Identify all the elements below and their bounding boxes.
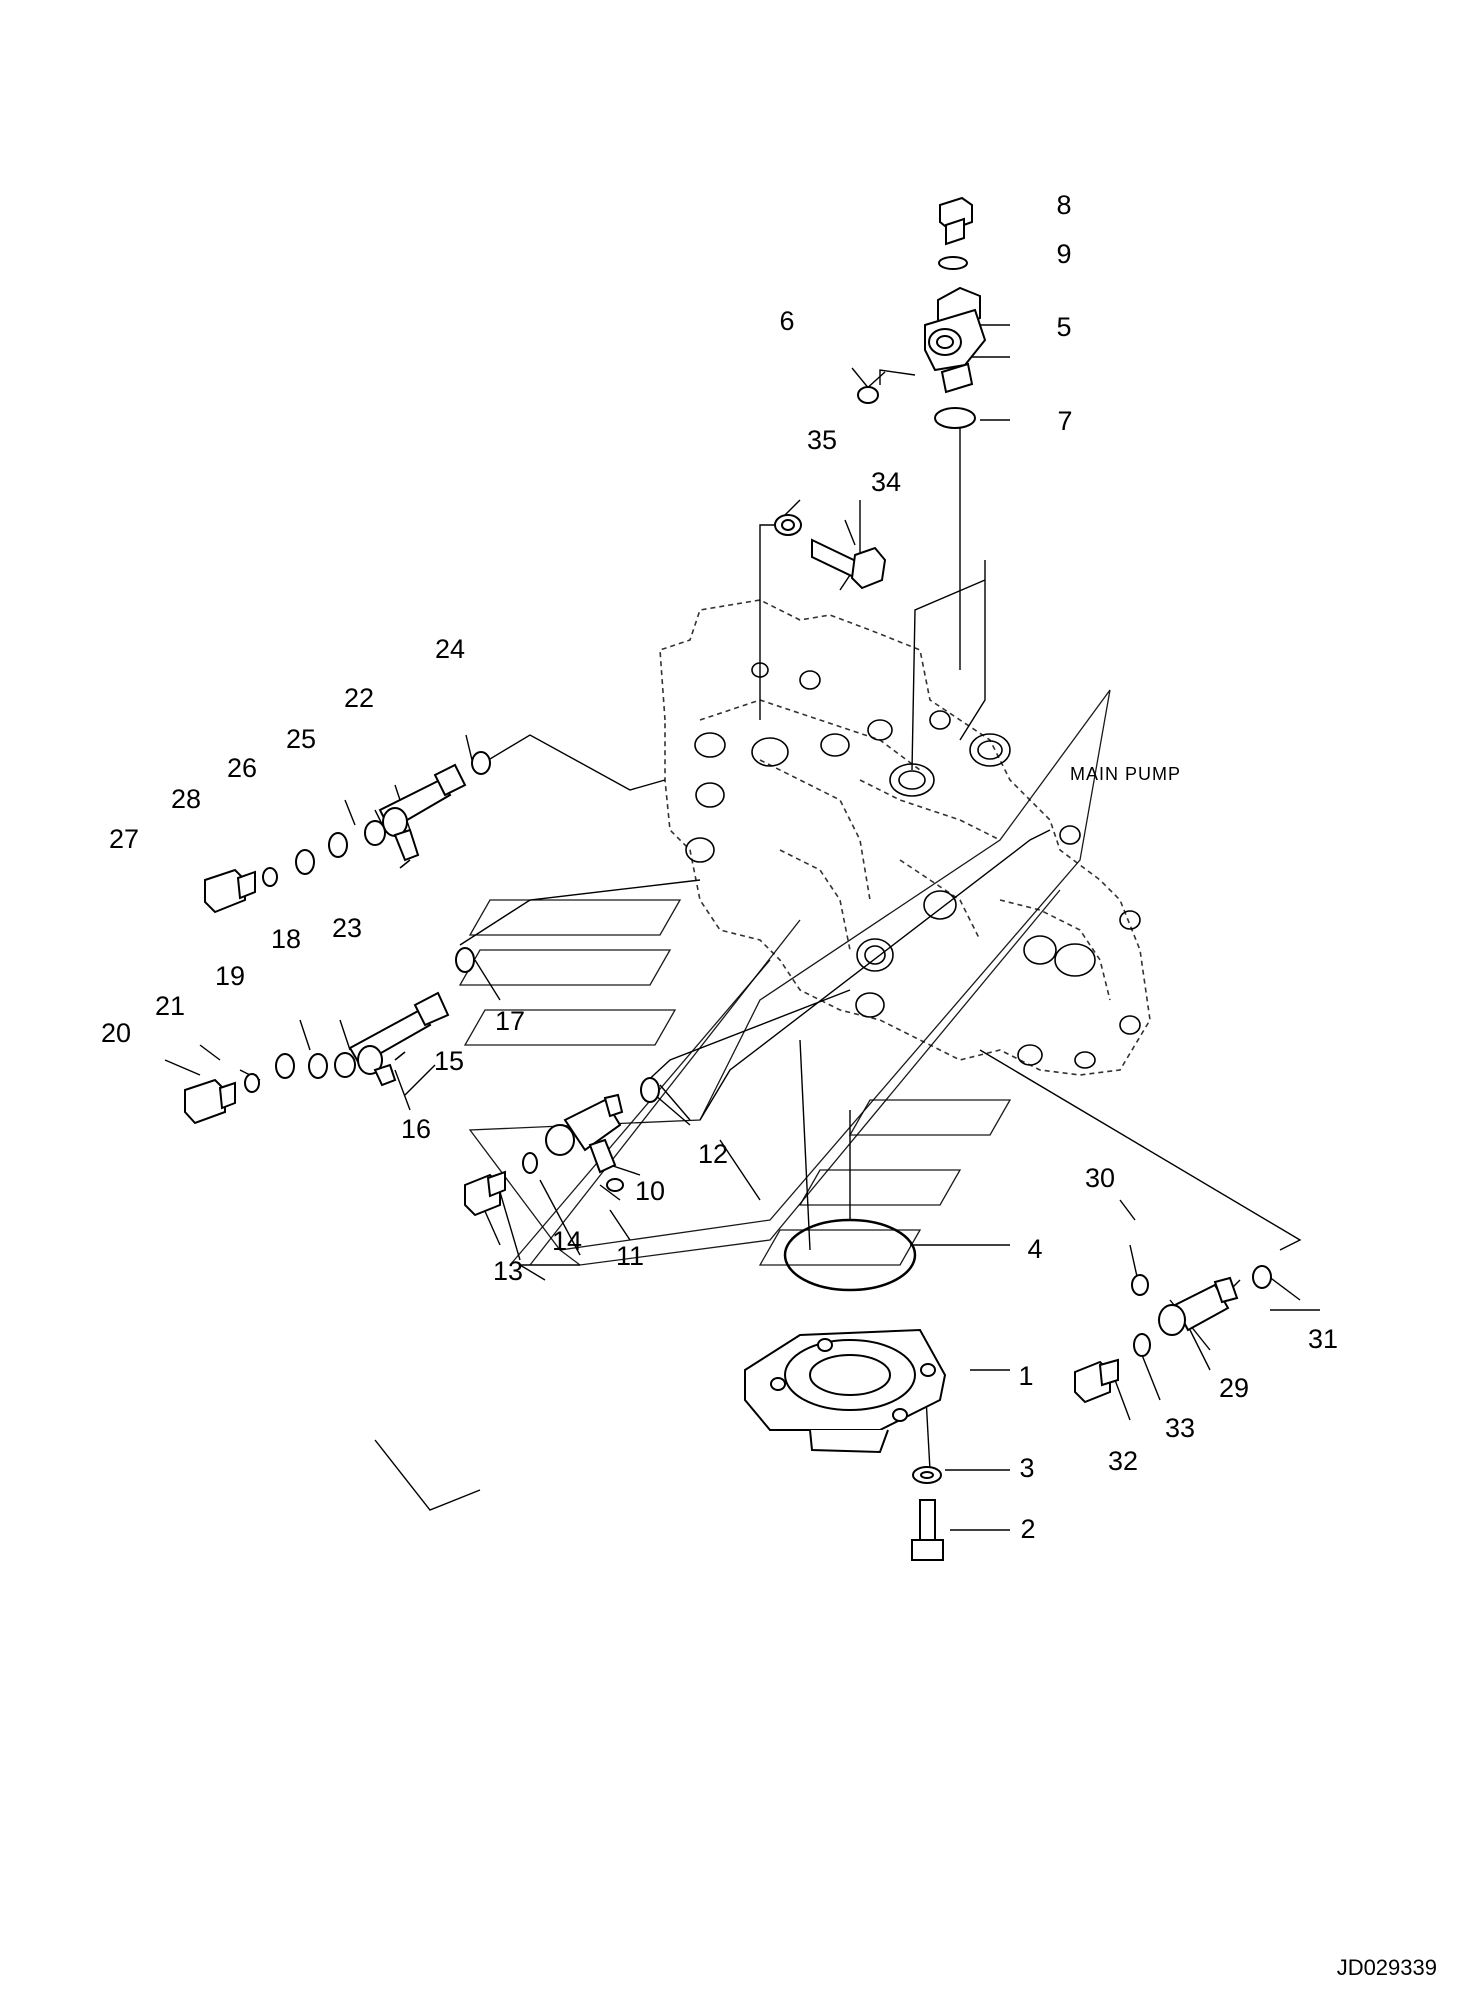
callout-35: 35 <box>807 425 837 455</box>
part-23-pin <box>399 859 411 869</box>
part-32-bolt <box>1074 1358 1119 1404</box>
part-9-o-ring <box>938 256 968 270</box>
callout-11: 11 <box>616 1241 644 1271</box>
callout-31: 31 <box>1308 1324 1338 1354</box>
part-14-o-ring <box>522 1152 538 1174</box>
part-31-o-ring <box>1252 1265 1272 1289</box>
part-6-o-ring <box>857 386 879 404</box>
callout-3: 3 <box>1019 1453 1034 1483</box>
callout-6: 6 <box>779 306 794 336</box>
part-17-o-ring <box>455 947 475 973</box>
part-21-o-ring <box>244 1073 260 1093</box>
callout-20: 20 <box>101 1018 131 1048</box>
part-1-flange <box>744 1328 947 1454</box>
part-10-fitting <box>545 1093 624 1174</box>
part-20-bolt <box>184 1078 236 1125</box>
callout-30: 30 <box>1085 1163 1115 1193</box>
callout-14: 14 <box>552 1226 582 1256</box>
part-34-bolt <box>811 538 887 590</box>
part-2-bolt <box>911 1499 944 1561</box>
part-3-washer <box>912 1466 942 1484</box>
part-16-pin <box>394 1051 406 1061</box>
part-29-fitting <box>1158 1276 1239 1336</box>
part-24-o-ring <box>471 751 491 775</box>
callout-10: 10 <box>635 1176 665 1206</box>
callout-27: 27 <box>109 824 139 854</box>
callout-22: 22 <box>344 683 374 713</box>
callout-34: 34 <box>871 467 901 497</box>
callout-1: 1 <box>1018 1361 1033 1391</box>
part-8-bolt <box>939 196 973 246</box>
callout-23: 23 <box>332 913 362 943</box>
part-35-washer <box>774 514 802 536</box>
leader-lines <box>164 324 1320 1531</box>
part-13-bolt <box>464 1170 506 1217</box>
callout-25: 25 <box>286 724 316 754</box>
assembly-label: MAIN PUMP <box>1070 764 1181 784</box>
callout-numbers: 1 2 3 4 5 6 7 8 9 10 11 12 13 14 15 16 1… <box>101 190 1338 1544</box>
watermark-logo <box>458 689 1111 1266</box>
callout-2: 2 <box>1020 1514 1035 1544</box>
part-4-o-ring <box>783 1218 917 1292</box>
callout-24: 24 <box>435 634 465 664</box>
part-5-fitting <box>924 286 987 394</box>
part-33-o-ring <box>1133 1333 1151 1357</box>
part-11-o-ring <box>606 1178 624 1192</box>
callout-18: 18 <box>271 924 301 954</box>
part-15-connector <box>334 991 450 1087</box>
callout-17: 17 <box>495 1006 525 1036</box>
part-25-clip <box>328 832 348 858</box>
callout-12: 12 <box>698 1139 728 1169</box>
callout-7: 7 <box>1057 406 1072 436</box>
callout-8: 8 <box>1056 190 1071 220</box>
callout-5: 5 <box>1056 312 1071 342</box>
callout-29: 29 <box>1219 1373 1249 1403</box>
part-18-clip <box>308 1053 328 1079</box>
part-27-bolt <box>204 868 256 914</box>
drawing-id: JD029339 <box>1337 1955 1437 1980</box>
callout-28: 28 <box>171 784 201 814</box>
callout-19: 19 <box>215 961 245 991</box>
part-7-o-ring <box>934 407 976 429</box>
callout-4: 4 <box>1027 1234 1042 1264</box>
part-22-connector <box>364 763 467 862</box>
callout-21: 21 <box>155 991 185 1021</box>
part-12-o-ring <box>640 1077 660 1103</box>
callout-33: 33 <box>1165 1413 1195 1443</box>
part-30-o-ring <box>1131 1274 1149 1296</box>
callout-15: 15 <box>434 1046 464 1076</box>
callout-16: 16 <box>401 1114 431 1144</box>
part-26-clip <box>295 849 315 875</box>
part-19-clip <box>275 1053 295 1079</box>
callout-26: 26 <box>227 753 257 783</box>
part-28-o-ring <box>262 867 278 887</box>
callout-13: 13 <box>493 1256 523 1286</box>
callout-9: 9 <box>1056 239 1071 269</box>
callout-32: 32 <box>1108 1446 1138 1476</box>
